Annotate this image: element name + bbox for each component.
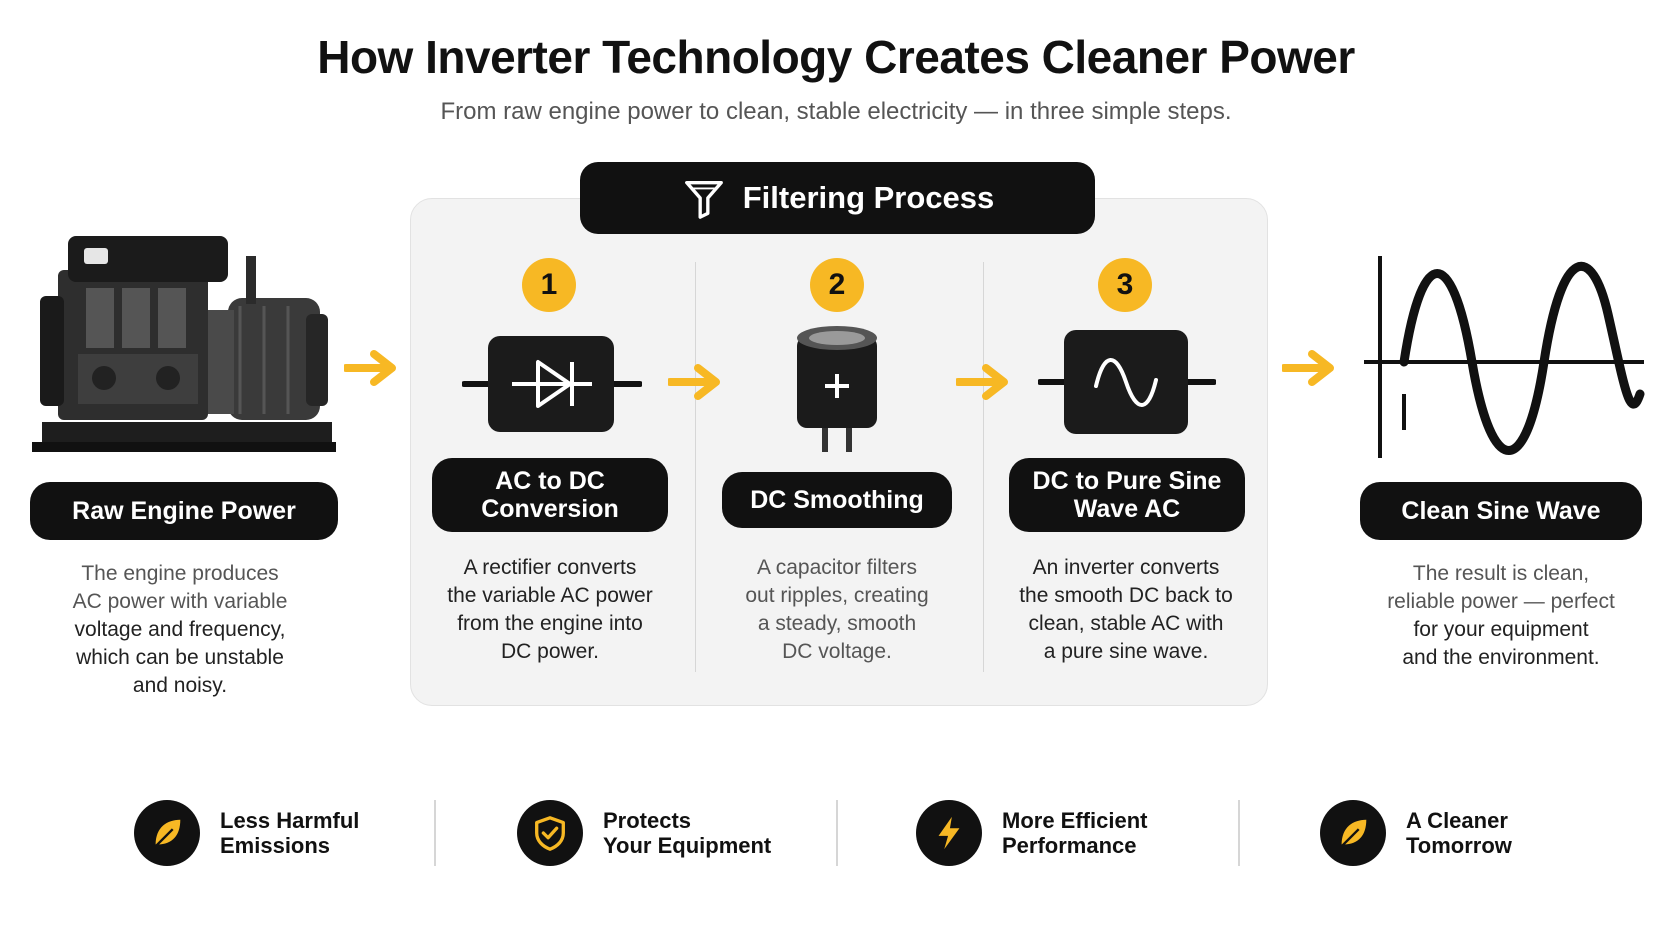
raw-engine-power-label: Raw Engine Power	[30, 482, 338, 540]
diode-icon	[462, 336, 642, 432]
shield-check-icon	[535, 816, 565, 851]
step-divider	[695, 262, 696, 672]
step-1-description: A rectifier converts the variable AC pow…	[447, 556, 653, 663]
step-3-description: An inverter converts the smooth DC back …	[1019, 556, 1233, 663]
lightning-icon	[938, 816, 960, 850]
step-divider	[983, 262, 984, 672]
leaf-icon	[1340, 819, 1367, 848]
benefit-divider	[434, 800, 436, 866]
capacitor-icon	[797, 326, 877, 452]
step-3-badge: 3	[1098, 258, 1152, 312]
page-subtitle: From raw engine power to clean, stable e…	[440, 98, 1232, 125]
step-2-description: A capacitor filters out ripples, creatin…	[745, 556, 929, 663]
funnel-icon	[684, 180, 723, 219]
clean-sine-wave-description: The result is clean, reliable power — pe…	[1387, 562, 1615, 669]
benefit-divider	[1238, 800, 1240, 866]
raw-engine-power-description: The engine produces AC power with variab…	[72, 562, 288, 697]
filtering-process-header: Filtering Process	[580, 162, 1095, 234]
step-1-badge: 1	[522, 258, 576, 312]
step-2-label: DC Smoothing	[722, 472, 952, 528]
page-title: How Inverter Technology Creates Cleaner …	[317, 31, 1355, 83]
engine-generator-icon	[32, 236, 336, 452]
clean-sine-wave-label: Clean Sine Wave	[1360, 482, 1642, 540]
sine-wave-icon	[1364, 256, 1645, 458]
step-2-badge: 2	[810, 258, 864, 312]
leaf-icon	[154, 819, 181, 848]
filtering-process-title: Filtering Process	[742, 180, 995, 215]
arrow-right-icon	[668, 364, 720, 400]
sine-inverter-icon	[1038, 330, 1216, 434]
arrow-right-icon	[344, 350, 396, 386]
arrow-right-icon	[1282, 350, 1334, 386]
arrow-right-icon	[956, 364, 1008, 400]
benefit-divider	[836, 800, 838, 866]
